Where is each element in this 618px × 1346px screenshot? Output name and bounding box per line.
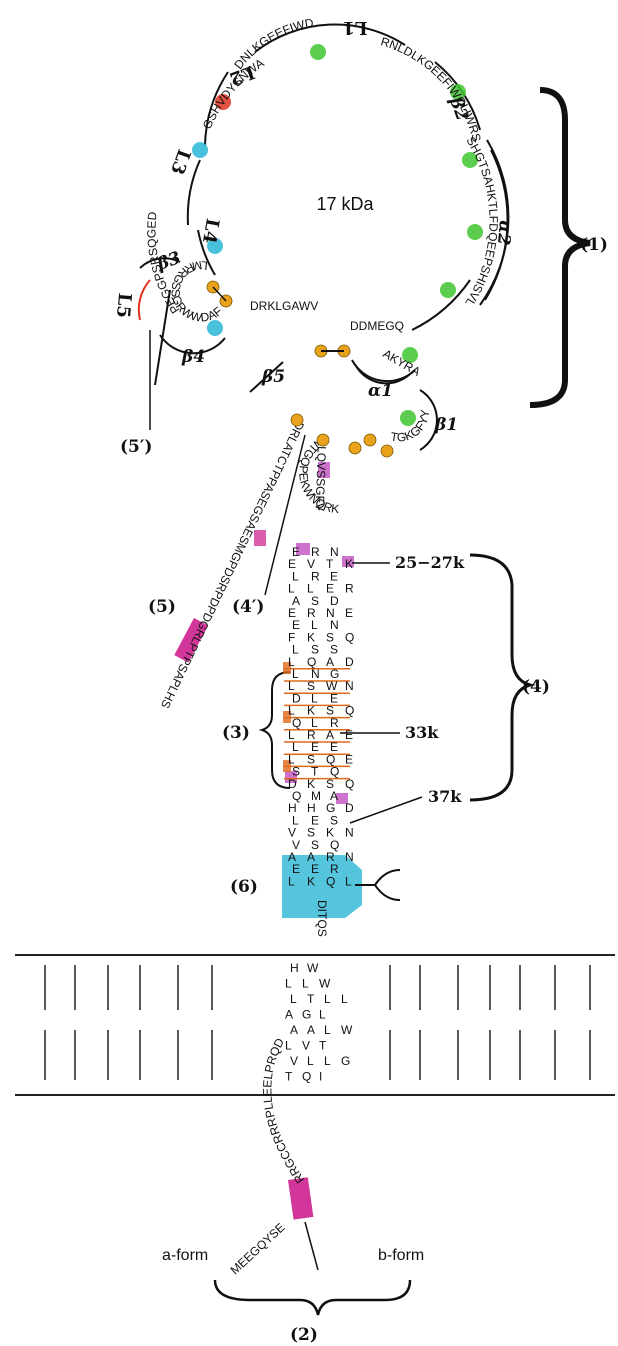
tm-residue: W [341,1023,353,1037]
b-form-label: b-form [378,1247,424,1264]
stalk-residue: N [345,679,354,693]
tm-residue: L [290,992,297,1006]
sequence-mid-strand: ELQVSSGFV [313,438,329,511]
stalk-residue: Q [345,777,354,791]
green-highlight [467,224,483,240]
region-label-3: (3) [222,723,250,743]
stalk-residue: N [345,826,354,840]
disulfide-bond [213,287,226,301]
tm-residue: L [302,977,309,991]
region-label-5: (5) [148,597,176,617]
tm-residue: L [324,1054,331,1068]
cysteine-marker [291,414,303,426]
stalk-residue: K [307,874,315,888]
cleavage-label-25-27k: 25−27k [395,553,465,572]
tm-residue: L [324,1023,331,1037]
region-label-6: (6) [230,877,258,897]
region-label-1: (1) [580,235,608,255]
label-beta5: β5 [261,367,285,387]
loop-label-l1: L1 [342,17,367,38]
transmembrane-residues: HWLLWLTLLAGLAALWLVTVLLGTQI [285,961,353,1084]
tm-residue: V [302,1039,310,1053]
tm-residue: G [341,1054,350,1068]
stalk-residue: E [345,728,353,742]
loop-label-l3: L3 [166,146,194,177]
tm-residue: L [307,1054,314,1068]
lipid-ticks [45,965,590,1080]
tm-residue: G [302,1008,311,1022]
loop-sequences: DNLKGEEFIWD RNLDLKGEEFIWCLIWRS SHGTSAHKT… [0,0,501,1277]
tm-residue: V [290,1054,298,1068]
green-highlight [440,282,456,298]
cysteine-marker [349,442,361,454]
tm-residue: L [324,992,331,1006]
tm-residue: T [285,1070,293,1084]
loop-label-l5: L5 [112,292,135,319]
tm-residue: W [319,977,331,991]
sequence-lower-left: DRKLGAWV [250,299,318,313]
tm-residue: A [285,1008,293,1022]
cysteine-marker [381,445,393,457]
cysteine-marker [317,434,329,446]
sequence-tm-link: DITQS [315,900,329,937]
stalk-residue: Q [345,704,354,718]
stalk-residue: D [345,655,354,669]
cysteine-marker [364,434,376,446]
center-label: 17 kDa [316,194,374,214]
cleavage-label-37k: 37k [428,787,462,806]
stalk-residue: Q [345,630,354,644]
label-alpha2: α2 [493,220,515,247]
region-label-2: (2) [290,1325,318,1345]
sequence-a-form: MEEGQYSE [228,1220,288,1277]
stalk-residue: L [345,874,352,888]
region-label-4: (4) [522,677,550,697]
tm-residue: T [307,992,315,1006]
brace-region-4 [470,555,530,800]
stalk-residue: E [345,606,353,620]
region-2-highlight [288,1177,313,1219]
sequence-b2-arc: RNLDLKGEEFIWCLIWRS [379,34,484,143]
pointer-region-2 [305,1222,318,1270]
tm-residue: Q [302,1070,311,1084]
sequence-lower-right: DDMEGQ [350,319,404,333]
region-label-4-prime: (4′) [232,597,264,617]
sequence-cyto-tail: RRGCCRRRPLLEELPRQDSSPNM [0,0,307,1186]
stalk-residue: K [345,557,353,571]
tm-residue: W [307,961,319,975]
loop-label-l4: L4 [198,217,223,245]
stalk-residue: E [345,752,353,766]
brace-region-2 [215,1280,410,1315]
tm-residue: T [319,1039,327,1053]
region-label-5-prime: (5′) [120,437,152,457]
tm-residue: L [285,1039,292,1053]
cleavage-label-33k: 33k [405,723,439,742]
tm-residue: L [341,992,348,1006]
residue-box [254,530,266,546]
tm-residue: L [319,1008,326,1022]
stalk-residue: L [288,874,295,888]
tm-residue: A [307,1023,315,1037]
a-form-label: a-form [162,1247,208,1264]
tm-residue: A [290,1023,298,1037]
tm-residue: L [285,977,292,991]
tm-residue: I [319,1070,322,1084]
stalk-residue: N [345,850,354,864]
tm-residue: H [290,961,299,975]
green-highlight [310,44,326,60]
stalk-residue: D [345,801,354,815]
pointer-37k [350,797,422,823]
label-alpha1: α1 [368,381,393,401]
label-beta4: β4 [181,347,205,367]
stalk-residue: Q [326,874,335,888]
label-beta1: β1 [434,415,458,435]
stalk-residue: R [345,582,354,596]
